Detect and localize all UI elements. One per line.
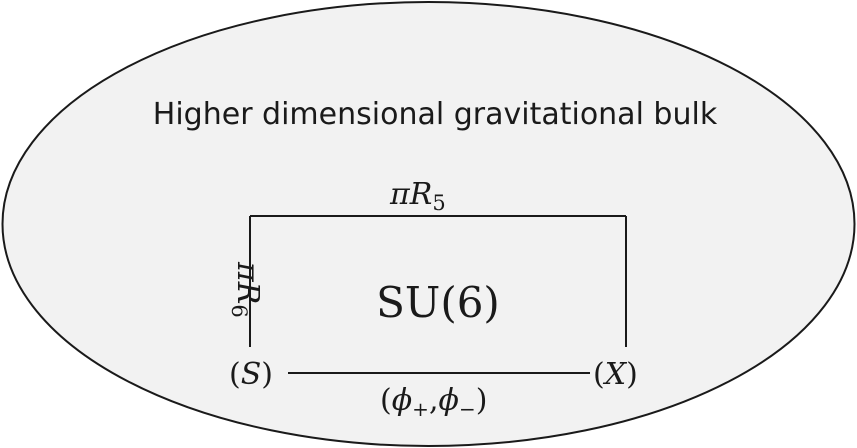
phi-minus-subscript: − [459, 397, 476, 421]
bottom-close: ) [476, 383, 488, 418]
side-edge-subscript: 6 [227, 304, 251, 317]
top-edge-subscript: 5 [432, 191, 445, 215]
left-corner-close: ) [261, 357, 273, 392]
right-corner-open: ( [593, 357, 605, 392]
bottom-open: ( [380, 383, 392, 418]
right-corner-symbol: X [603, 357, 628, 392]
phi-plus-subscript: + [412, 397, 429, 421]
left-corner-open: ( [229, 357, 241, 392]
left-corner-label: (S) [229, 357, 273, 392]
right-corner-label: (X) [593, 357, 638, 392]
top-edge-symbol: πR [389, 177, 432, 212]
top-edge-label: πR5 [389, 177, 446, 215]
bulk-label: Higher dimensional gravitational bulk [153, 97, 718, 132]
bottom-edge-label: (ϕ+,ϕ−) [380, 383, 487, 421]
phi-plus: ϕ [392, 383, 412, 418]
left-corner-symbol: S [241, 357, 262, 392]
right-corner-close: ) [626, 357, 638, 392]
side-edge-label: πR6 [227, 261, 265, 318]
bottom-comma: , [429, 383, 439, 418]
side-edge-symbol: πR [230, 261, 265, 304]
phi-minus: ϕ [438, 383, 458, 418]
gauge-group-label: SU(6) [376, 278, 500, 327]
